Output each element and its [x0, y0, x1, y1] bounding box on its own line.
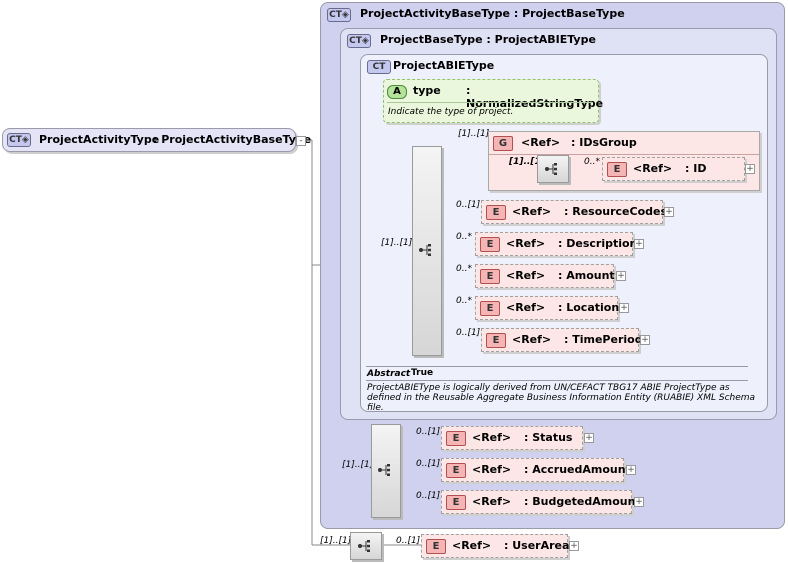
id-element[interactable]: E <Ref> : ID	[602, 157, 745, 181]
base-sequence-compositor[interactable]	[371, 424, 401, 518]
element-icon: E	[446, 431, 466, 446]
element-icon: E	[480, 269, 500, 284]
budgeted-amount-element[interactable]: E <Ref> : BudgetedAmount	[441, 490, 641, 514]
sequence-icon	[419, 244, 431, 256]
element-ref: <Ref>	[633, 162, 673, 175]
element-name: : ResourceCodes	[564, 205, 668, 218]
amount-expand-button[interactable]: +	[616, 271, 626, 281]
group-inner-multiplicity: [1]..[1]	[509, 157, 545, 167]
attribute-type: : NormalizedStringType	[466, 84, 604, 110]
resource-codes-element[interactable]: E <Ref> : ResourceCodes	[481, 200, 667, 224]
status-expand-button[interactable]: +	[584, 433, 594, 443]
element-multiplicity: 0..[1]	[416, 459, 441, 469]
element-multiplicity: 0..[1]	[396, 536, 421, 546]
level2-type-name: ProjectBaseType : ProjectABIEType	[380, 33, 596, 46]
element-ref: <Ref>	[506, 301, 546, 314]
abstract-label: Abstract	[367, 369, 411, 379]
group-sequence-compositor[interactable]	[537, 155, 569, 183]
ct-icon: CT◈	[327, 8, 351, 22]
abie-sequence-multiplicity: [1]..[1]	[381, 238, 413, 248]
root-type-base: : ProjectActivityBaseType	[153, 133, 312, 146]
level3-type-name: ProjectABIEType	[393, 59, 495, 72]
element-ref: <Ref>	[512, 333, 552, 346]
ids-group[interactable]: G <Ref> : IDsGroup [1]..[1]	[488, 131, 760, 191]
element-ref: <Ref>	[472, 431, 512, 444]
attribute-name: type	[413, 84, 441, 97]
location-element[interactable]: E <Ref> : Location	[475, 296, 620, 320]
abie-description: ProjectABIEType is logically derived fro…	[367, 383, 756, 413]
id-expand-button[interactable]: +	[745, 164, 755, 174]
element-multiplicity: 0..[1]	[456, 200, 481, 210]
accrued-amount-expand-button[interactable]: +	[626, 465, 636, 475]
element-multiplicity: 0..*	[456, 296, 472, 306]
time-period-element[interactable]: E <Ref> : TimePeriod	[481, 328, 643, 352]
element-ref: <Ref>	[506, 269, 546, 282]
element-icon: E	[480, 301, 500, 316]
element-icon: E	[426, 539, 446, 554]
level1-type-name: ProjectActivityBaseType : ProjectBaseTyp…	[360, 7, 625, 20]
element-multiplicity: 0..[1]	[416, 491, 441, 501]
element-name: : Amount	[558, 269, 615, 282]
abie-sequence-compositor[interactable]	[412, 146, 442, 356]
base-sequence-multiplicity: [1]..[1]	[342, 460, 374, 470]
element-ref: <Ref>	[472, 495, 512, 508]
root-type-name: ProjectActivityType	[39, 133, 160, 146]
location-expand-button[interactable]: +	[619, 303, 629, 313]
element-icon: E	[446, 495, 466, 510]
group-ref: <Ref>	[521, 136, 561, 149]
group-multiplicity: [1]..[1]	[458, 129, 490, 139]
amount-element[interactable]: E <Ref> : Amount	[475, 264, 615, 288]
root-collapse-button[interactable]: -	[296, 136, 306, 146]
budgeted-amount-expand-button[interactable]: +	[634, 497, 644, 507]
element-name: : Status	[524, 431, 573, 444]
sequence-icon	[378, 464, 390, 476]
description-element[interactable]: E <Ref> : Description	[475, 232, 637, 256]
id-multiplicity: 0..*	[584, 157, 600, 167]
sequence-icon	[545, 163, 557, 175]
root-sequence-multiplicity: [1]..[1]	[320, 536, 352, 546]
element-name: : Description	[558, 237, 638, 250]
root-complex-type[interactable]: CT◈ ProjectActivityType : ProjectActivit…	[2, 128, 311, 152]
element-name: : ID	[685, 162, 707, 175]
element-multiplicity: 0..[1]	[456, 328, 481, 338]
element-icon: E	[446, 463, 466, 478]
root-sequence-compositor[interactable]	[350, 532, 382, 560]
attribute-documentation: Indicate the type of project.	[388, 107, 514, 117]
element-ref: <Ref>	[512, 205, 552, 218]
group-name: : IDsGroup	[571, 136, 637, 149]
element-ref: <Ref>	[506, 237, 546, 250]
type-attribute[interactable]: A type : NormalizedStringType Indicate t…	[383, 79, 603, 123]
element-name: : BudgetedAmount	[524, 495, 641, 508]
group-icon: G	[493, 136, 513, 151]
abstract-value: True	[411, 368, 434, 378]
element-name: : TimePeriod	[564, 333, 643, 346]
element-icon: E	[607, 162, 627, 177]
ct-icon: CT◈	[347, 34, 371, 48]
element-name: : Location	[558, 301, 620, 314]
ct-icon: CT◈	[7, 133, 31, 147]
resource-codes-expand-button[interactable]: +	[664, 207, 674, 217]
user-area-element[interactable]: E <Ref> : UserArea	[421, 534, 570, 558]
status-element[interactable]: E <Ref> : Status	[441, 426, 583, 450]
attribute-icon: A	[387, 85, 407, 99]
element-ref: <Ref>	[452, 539, 492, 552]
element-ref: <Ref>	[472, 463, 512, 476]
sequence-icon	[358, 540, 370, 552]
element-name: : AccruedAmount	[524, 463, 631, 476]
element-multiplicity: 0..*	[456, 232, 472, 242]
element-icon: E	[486, 205, 506, 220]
element-name: : UserArea	[504, 539, 570, 552]
ct-icon: CT	[367, 60, 391, 74]
time-period-expand-button[interactable]: +	[640, 335, 650, 345]
element-icon: E	[480, 237, 500, 252]
element-icon: E	[486, 333, 506, 348]
accrued-amount-element[interactable]: E <Ref> : AccruedAmount	[441, 458, 631, 482]
element-multiplicity: 0..*	[456, 264, 472, 274]
user-area-expand-button[interactable]: +	[569, 541, 579, 551]
element-multiplicity: 0..[1]	[416, 427, 441, 437]
description-expand-button[interactable]: +	[634, 239, 644, 249]
